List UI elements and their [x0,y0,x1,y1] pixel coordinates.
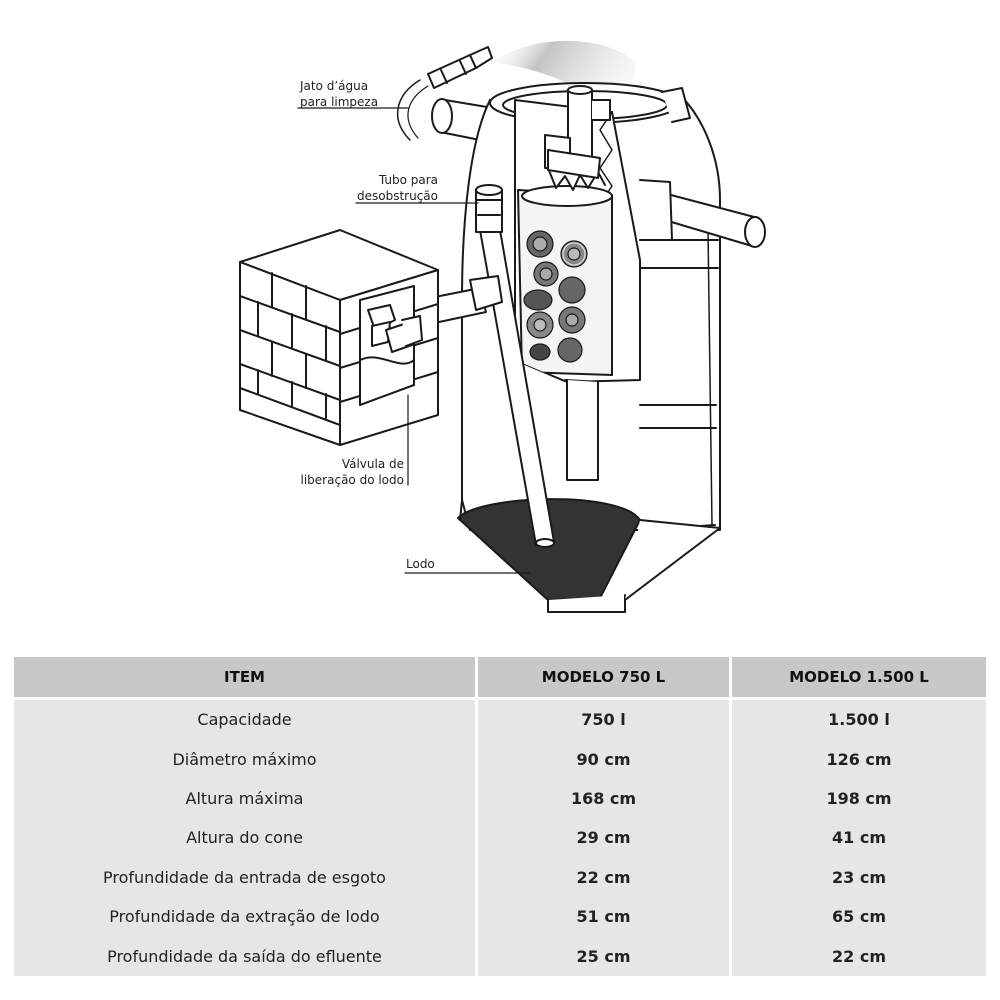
sludge-release-valve [367,304,396,331]
brick-chamber [239,229,439,446]
cell-item: Profundidade da saída do efluente [14,936,475,976]
cell-value-1500: 23 cm [729,857,986,897]
spec-table: ITEM MODELO 750 L MODELO 1.500 L Capacid… [14,657,986,976]
table-row: Profundidade da extração de lodo 51 cm 6… [14,896,986,937]
cell-item: Capacidade [14,700,475,740]
cell-value-750: 51 cm [475,896,729,937]
label-jato-line2: para limpeza [300,95,379,109]
cell-value-750: 25 cm [475,936,729,976]
cell-value-1500: 41 cm [729,818,986,858]
cell-item: Diâmetro máximo [14,739,475,779]
table-row: Profundidade da saída do efluente 25 cm … [14,936,986,976]
cell-value-1500: 126 cm [729,739,986,779]
table-row: Capacidade 750 l 1.500 l [14,700,986,740]
table-row: Diâmetro máximo 90 cm 126 cm [14,739,986,779]
label-tubo: Tubo para desobstrução [356,172,438,204]
label-jato-line1: Jato d’água [300,79,369,93]
cell-value-1500: 65 cm [729,896,986,937]
table-header-row: ITEM MODELO 750 L MODELO 1.500 L [14,657,986,700]
header-item: ITEM [14,657,475,700]
header-modelo-750: MODELO 750 L [475,657,729,700]
label-jato: Jato d’água para limpeza [300,78,378,110]
label-valvula-line2: liberação do lodo [300,473,404,487]
septic-tank-diagram [239,40,766,613]
cell-item: Profundidade da entrada de esgoto [14,857,475,897]
central-vent-pipe [567,89,593,161]
cell-item: Altura do cone [14,818,475,858]
table-row: Altura máxima 168 cm 198 cm [14,778,986,819]
label-tubo-line2: desobstrução [357,189,438,203]
label-lodo-text: Lodo [406,557,435,571]
cell-value-1500: 22 cm [729,936,986,976]
water-jet-nozzle [427,46,493,89]
header-modelo-1500: MODELO 1.500 L [729,657,986,700]
label-valvula-line1: Válvula de [341,457,404,471]
filter-media [523,230,588,363]
table-row: Profundidade da entrada de esgoto 22 cm … [14,857,986,897]
label-tubo-line1: Tubo para [378,173,438,187]
cell-value-750: 29 cm [475,818,729,858]
table-row: Altura do cone 29 cm 41 cm [14,818,986,858]
label-valvula: Válvula de liberação do lodo [300,456,404,488]
cell-item: Profundidade da extração de lodo [14,896,475,937]
label-lodo: Lodo [406,556,435,572]
cell-value-750: 22 cm [475,857,729,897]
cell-value-750: 168 cm [475,778,729,819]
cell-value-1500: 1.500 l [729,700,986,740]
cell-value-750: 90 cm [475,739,729,779]
cell-item: Altura máxima [14,778,475,819]
cell-value-1500: 198 cm [729,778,986,819]
cell-value-750: 750 l [475,700,729,740]
